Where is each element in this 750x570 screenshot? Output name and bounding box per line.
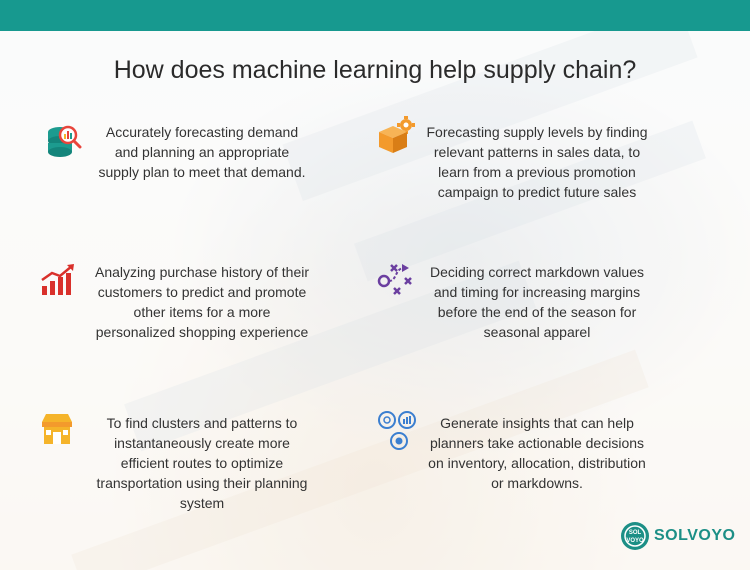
solvoyo-logo: SOL VOYO SOLVOYO — [620, 520, 738, 552]
benefit-text-2: Forecasting supply levels by finding rel… — [426, 124, 648, 200]
strategy-path-icon — [377, 262, 415, 296]
growth-chart-icon — [40, 264, 76, 296]
page-title: How does machine learning help supply ch… — [113, 56, 637, 84]
storefront-icon — [40, 412, 74, 446]
benefit-text-4: Deciding correct markdown values and tim… — [430, 264, 644, 340]
database-search-icon — [46, 122, 82, 162]
svg-text:SOL: SOL — [629, 530, 642, 536]
box-gear-icon — [377, 116, 415, 154]
benefit-text-1: Accurately forecasting demand and planni… — [98, 124, 306, 180]
logo-text: SOLVOYO — [654, 527, 736, 544]
benefit-text-5: To find clusters and patterns to instant… — [96, 415, 308, 511]
header-bar — [0, 0, 750, 31]
background-photo — [0, 31, 750, 570]
insights-icon — [378, 410, 418, 452]
svg-text:VOYO: VOYO — [626, 538, 644, 544]
benefit-text-3: Analyzing purchase history of their cust… — [95, 264, 309, 340]
benefit-text-6: Generate insights that can help planners… — [428, 415, 646, 491]
